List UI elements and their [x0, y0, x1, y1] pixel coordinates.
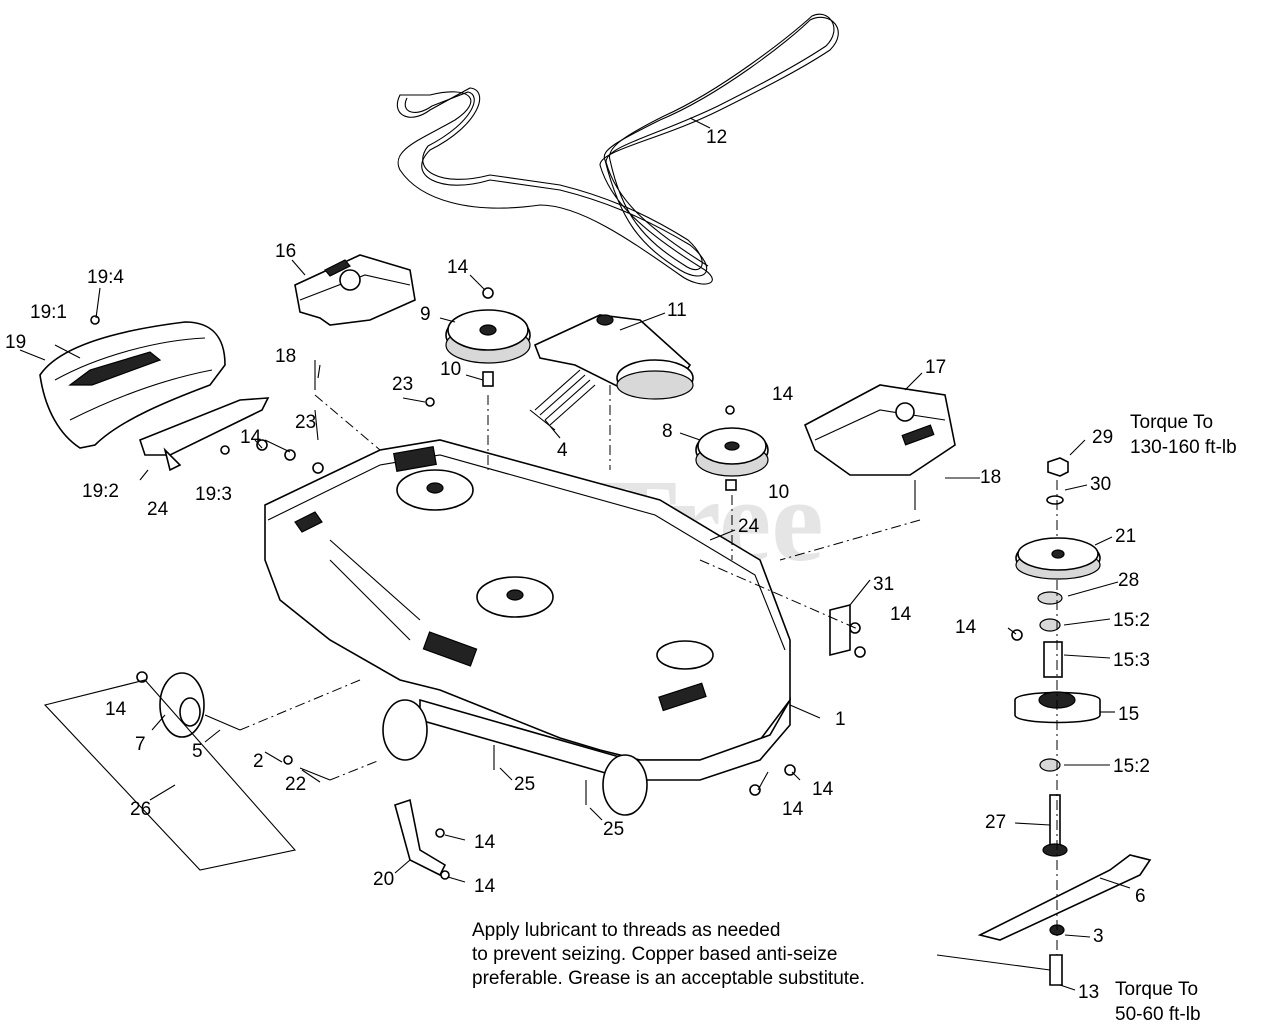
callout-25-b: 25 [603, 819, 624, 840]
spring-4 [529, 369, 596, 431]
callout-10-a: 10 [440, 359, 461, 380]
callout-23-a: 23 [392, 374, 413, 395]
mower-deck [264, 439, 791, 781]
callout-19-1: 19:1 [30, 302, 67, 323]
torque-note-bottom-line1: Torque To [1115, 979, 1198, 1000]
callout-18-a: 18 [275, 346, 296, 367]
callout-14-e: 14 [890, 604, 912, 625]
anti-scalp-wheel-left [136, 671, 241, 738]
callout-18-b: 18 [980, 467, 1001, 488]
callout-labels: 12 16 14 9 11 19:4 19:1 19 18 23 10 23 1… [5, 127, 1150, 1003]
cover-bracket [139, 397, 270, 481]
callout-2: 2 [253, 751, 264, 772]
callout-11: 11 [667, 300, 687, 321]
torque-note-bottom-line2: 50-60 ft-lb [1115, 1004, 1201, 1025]
callout-5: 5 [192, 741, 203, 762]
idler-pulley-9 [445, 287, 531, 387]
callout-10-b: 10 [768, 482, 789, 503]
callout-17: 17 [925, 357, 946, 378]
blade-6 [977, 854, 1152, 986]
callout-3: 3 [1093, 926, 1104, 947]
callout-26: 26 [130, 799, 151, 820]
torque-note-bottom: Torque To 50-60 ft-lb [1115, 979, 1201, 1025]
left-belt-cover [39, 315, 226, 449]
callout-13: 13 [1078, 982, 1099, 1003]
callout-15-2-b: 15:2 [1113, 756, 1150, 777]
callout-1: 1 [835, 709, 846, 730]
callout-22: 22 [285, 774, 306, 795]
callout-24-b: 24 [147, 499, 169, 520]
idler-pulley-8 [695, 405, 769, 491]
callout-16: 16 [275, 241, 296, 262]
bracket-20 [394, 798, 450, 880]
callout-14-c: 14 [772, 384, 794, 405]
callout-28: 28 [1118, 570, 1139, 591]
callout-15: 15 [1118, 704, 1139, 725]
callout-14-a: 14 [447, 257, 469, 278]
callout-14-j: 14 [474, 876, 496, 897]
callout-14-g: 14 [812, 779, 834, 800]
callout-6: 6 [1135, 886, 1146, 907]
torque-note-top: Torque To 130-160 ft-lb [1130, 412, 1237, 458]
torque-note-top-line2: 130-160 ft-lb [1130, 437, 1237, 458]
callout-14-i: 14 [474, 832, 496, 853]
callout-27: 27 [985, 812, 1006, 833]
spindle-assembly [1011, 457, 1101, 857]
callout-31: 31 [873, 574, 894, 595]
callout-7: 7 [135, 734, 146, 755]
belt [396, 13, 839, 285]
alignment-lines [43, 385, 1058, 955]
lubricant-note-line2: to prevent seizing. Copper based anti-se… [472, 944, 837, 965]
lubricant-note: Apply lubricant to threads as needed to … [472, 920, 865, 989]
callout-19-2: 19:2 [82, 481, 119, 502]
callout-4: 4 [557, 440, 568, 461]
callout-21: 21 [1115, 526, 1136, 547]
callout-15-2-a: 15:2 [1113, 610, 1150, 631]
callout-30: 30 [1090, 474, 1111, 495]
callout-14-b: 14 [240, 427, 262, 448]
callout-23-b: 23 [295, 412, 316, 433]
right-cover [803, 384, 956, 476]
callout-29: 29 [1092, 427, 1113, 448]
callout-19-4: 19:4 [87, 267, 124, 288]
callout-12: 12 [706, 127, 727, 148]
callout-15-3: 15:3 [1113, 650, 1150, 671]
callout-14-d: 14 [955, 617, 977, 638]
torque-note-top-line1: Torque To [1130, 412, 1213, 433]
callout-14-f: 14 [105, 699, 127, 720]
anti-scalp-wheel-deck [382, 699, 648, 816]
center-cover [294, 254, 416, 326]
callout-25-a: 25 [514, 774, 535, 795]
callout-14-h: 14 [782, 799, 804, 820]
callout-9: 9 [420, 304, 431, 325]
callout-20: 20 [373, 869, 394, 890]
callout-24-a: 24 [738, 516, 760, 537]
lubricant-note-line1: Apply lubricant to threads as needed [472, 920, 780, 941]
callout-19: 19 [5, 332, 26, 353]
lubricant-note-line3: preferable. Grease is an acceptable subs… [472, 968, 865, 989]
idler-arm-11 [533, 314, 694, 400]
leader-lines [19, 117, 1131, 991]
callout-8: 8 [662, 421, 673, 442]
callout-19-3: 19:3 [195, 484, 232, 505]
